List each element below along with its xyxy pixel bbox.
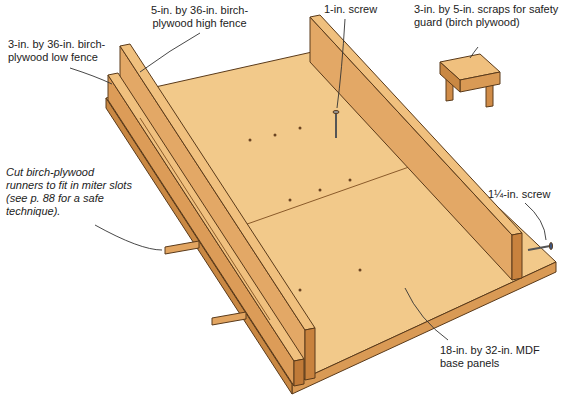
low-fence-top [108,73,304,361]
part-label: 1¼-in. screw [488,188,560,201]
low-fence-end [294,359,304,386]
base-panel-front [292,262,556,394]
right-fence-top [310,15,522,235]
part-label: 3-in. by 5-in. scraps for safety guard (… [414,3,559,29]
low-fence-face [108,75,294,386]
base-panel-side [106,98,292,394]
part-label: 18-in. by 32-in. MDF base panels [440,344,560,370]
high-fence-top [120,44,315,330]
right-fence-face [310,17,512,280]
runner [212,312,246,325]
right-fence-end [512,233,522,280]
runner [165,241,199,254]
safety-guard [440,54,500,107]
high-fence-end [305,328,315,380]
screw-1in [333,111,339,139]
note-label: Cut birch-plywood runners to fit in mite… [6,166,134,218]
screw-1-25in [528,243,553,251]
part-label: 3-in. by 36-in. birch-plywood low fence [8,38,133,64]
leader-lines [70,19,546,340]
part-label: 1-in. screw [324,3,404,16]
part-label: 5-in. by 36-in. birch-plywood high fence [132,4,267,30]
